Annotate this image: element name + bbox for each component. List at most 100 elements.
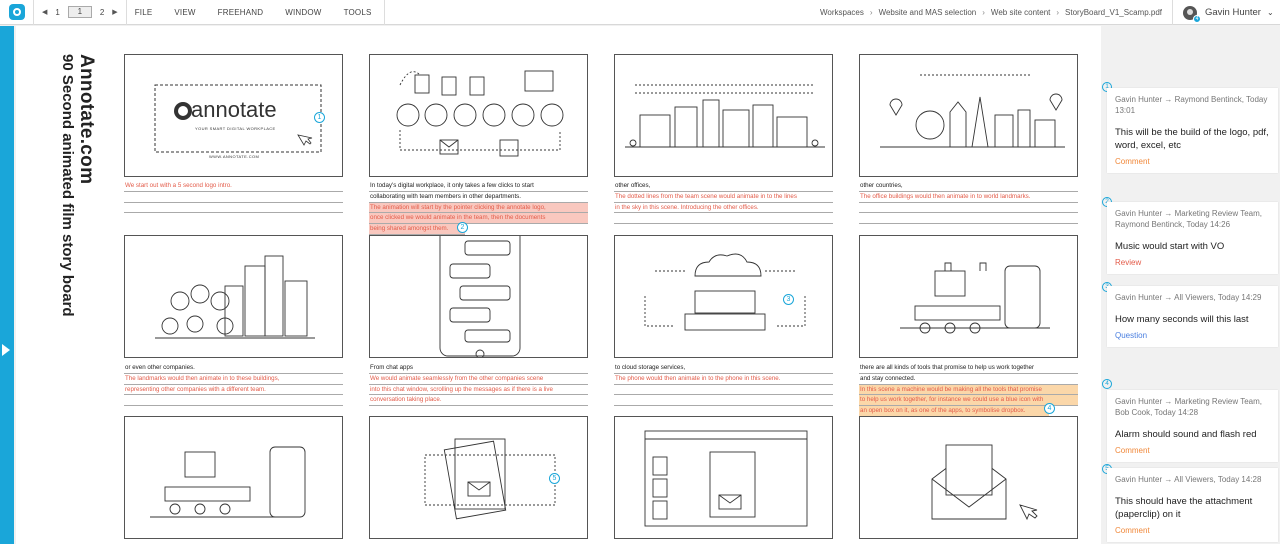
- note-line: [614, 395, 833, 407]
- note-line-highlighted[interactable]: once clicked we would animate in the tea…: [369, 213, 588, 225]
- comment-author: Gavin Hunter → Marketing Review Team, Bo…: [1115, 397, 1263, 417]
- note-line: We would animate seamlessly from the oth…: [369, 374, 588, 385]
- comment-type-link[interactable]: Question: [1115, 331, 1148, 340]
- breadcrumb-separator: ›: [869, 8, 873, 17]
- comment-type-link[interactable]: Review: [1115, 258, 1142, 267]
- menu-tools[interactable]: TOOLS: [343, 7, 372, 17]
- logo-url: WWW.ANNOTATE.COM: [209, 154, 260, 159]
- panel-notes-8: there are all kinds of tools that promis…: [859, 363, 1078, 417]
- comment-author: Gavin Hunter → Marketing Review Team, Ra…: [1115, 209, 1263, 229]
- page-first-link[interactable]: 1: [55, 7, 60, 17]
- menu-freehand[interactable]: FREEHAND: [217, 7, 264, 17]
- note-line: or even other companies.: [124, 363, 343, 374]
- comments-panel: 1 Gavin Hunter → Raymond Bentinck, Today…: [1101, 26, 1280, 544]
- annotation-marker-5[interactable]: 5: [549, 473, 560, 484]
- top-toolbar: ◀ 1 1 2 ▶ FILE VIEW FREEHAND WINDOW TOOL…: [0, 0, 1280, 25]
- document-title-block: Annotate.com 90 Second animated film sto…: [58, 54, 97, 317]
- note-line: [614, 213, 833, 225]
- storyboard-panel-9: [124, 416, 343, 539]
- storyboard-panel-7: [614, 235, 833, 358]
- chevron-right-icon[interactable]: ▶: [112, 9, 118, 16]
- comment-author: Gavin Hunter → All Viewers, Today 14:28: [1115, 475, 1262, 484]
- note-line: [859, 213, 1078, 225]
- note-line: into this chat window, scrolling up the …: [369, 385, 588, 396]
- comment-body: Alarm should sound and flash red: [1115, 429, 1257, 440]
- logo-wordmark: annotate: [191, 97, 277, 122]
- storyboard-panel-2: [369, 54, 588, 177]
- note-line: The office buildings would then animate …: [859, 192, 1078, 203]
- comment-card-4[interactable]: Gavin Hunter → Marketing Review Team, Bo…: [1107, 390, 1278, 462]
- comment-body: Music would start with VO: [1115, 241, 1225, 252]
- menu-file[interactable]: FILE: [134, 7, 153, 17]
- annotation-marker-2[interactable]: 2: [457, 222, 468, 233]
- app-logo-button[interactable]: [0, 0, 34, 25]
- current-page-input[interactable]: 1: [67, 6, 92, 18]
- breadcrumb-file: StoryBoard_V1_Scamp.pdf: [1065, 8, 1162, 17]
- left-panel-toggle[interactable]: [0, 26, 14, 544]
- panel-notes-5: or even other companies. The landmarks w…: [124, 363, 343, 407]
- note-line-highlighted[interactable]: being shared amongst them.: [369, 224, 465, 235]
- breadcrumb-website-mas[interactable]: Website and MAS selection: [878, 8, 977, 17]
- comment-card-1[interactable]: Gavin Hunter → Raymond Bentinck, Today 1…: [1107, 88, 1278, 173]
- page-navigator: ◀ 1 1 2 ▶: [34, 0, 127, 25]
- user-name: Gavin Hunter: [1205, 7, 1261, 18]
- storyboard-panel-6: [369, 235, 588, 358]
- menu-view[interactable]: VIEW: [174, 7, 196, 17]
- note-line: to cloud storage services,: [614, 363, 833, 374]
- note-line-highlighted[interactable]: In this scene a machine would be making …: [859, 384, 1078, 396]
- chevron-left-icon[interactable]: ◀: [42, 9, 48, 16]
- comment-marker-4[interactable]: 4: [1102, 379, 1112, 389]
- note-line: [859, 203, 1078, 214]
- note-line-highlighted[interactable]: to help us work together, for instance w…: [859, 395, 1078, 407]
- breadcrumb-separator: ›: [982, 8, 985, 17]
- comment-type-link[interactable]: Comment: [1115, 526, 1150, 535]
- panel-notes-1: We start out with a 5 second logo intro.: [124, 181, 343, 214]
- notification-badge: 4: [1193, 14, 1201, 23]
- breadcrumb-web-site-content[interactable]: Web site content: [990, 8, 1051, 17]
- storyboard-panel-4: [859, 54, 1078, 177]
- comment-type-link[interactable]: Comment: [1115, 157, 1150, 166]
- comment-body: This should have the attachment (papercl…: [1115, 496, 1253, 520]
- comment-type-link[interactable]: Comment: [1115, 446, 1150, 455]
- document-subtitle: 90 Second animated film story board: [59, 54, 76, 317]
- breadcrumb-separator: ›: [1056, 8, 1060, 17]
- note-line: there are all kinds of tools that promis…: [859, 363, 1078, 374]
- note-line: The phone would then animate in to the p…: [614, 374, 833, 385]
- storyboard-panel-1: annotate YOUR SMART DIGITAL WORKPLACE WW…: [124, 54, 343, 177]
- annotation-marker-1[interactable]: 1: [314, 112, 325, 123]
- panel-notes-3: other offices, The dotted lines from the…: [614, 181, 833, 225]
- comment-card-3[interactable]: Gavin Hunter → All Viewers, Today 14:29 …: [1107, 286, 1278, 347]
- note-line: other countries,: [859, 181, 1078, 192]
- user-menu[interactable]: 4 Gavin Hunter ⌄: [1172, 0, 1280, 25]
- comment-author: Gavin Hunter → Raymond Bentinck, Today 1…: [1115, 95, 1268, 115]
- note-line-highlighted[interactable]: The animation will start by the pointer …: [369, 202, 588, 214]
- panel-notes-7: to cloud storage services, The phone wou…: [614, 363, 833, 407]
- logo-tagline: YOUR SMART DIGITAL WORKPLACE: [195, 126, 276, 131]
- panel-notes-4: other countries, The office buildings wo…: [859, 181, 1078, 225]
- note-line: In today's digital workplace, it only ta…: [369, 181, 588, 192]
- comment-card-5[interactable]: Gavin Hunter → All Viewers, Today 14:28 …: [1107, 468, 1278, 542]
- note-line: From chat apps: [369, 363, 588, 374]
- annotation-marker-3[interactable]: 3: [783, 294, 794, 305]
- page-next-link[interactable]: 2: [99, 7, 105, 17]
- note-line: [124, 395, 343, 407]
- annotate-logo-icon: [8, 4, 25, 20]
- comment-card-2[interactable]: Gavin Hunter → Marketing Review Team, Ra…: [1107, 202, 1278, 274]
- comment-body: How many seconds will this last: [1115, 314, 1249, 325]
- note-line: other offices,: [614, 181, 833, 192]
- breadcrumb-workspaces[interactable]: Workspaces: [820, 8, 864, 17]
- document-title: Annotate.com: [76, 54, 97, 185]
- note-line: [614, 385, 833, 396]
- storyboard-panel-8: [859, 235, 1078, 358]
- comment-body: This will be the build of the logo, pdf,…: [1115, 127, 1269, 151]
- note-line: [124, 192, 343, 203]
- annotation-marker-4[interactable]: 4: [1044, 403, 1055, 414]
- panel-notes-6: From chat apps We would animate seamless…: [369, 363, 588, 407]
- storyboard-panel-3: [614, 54, 833, 177]
- note-line: The landmarks would then animate in to t…: [124, 374, 343, 385]
- menu-window[interactable]: WINDOW: [285, 7, 322, 17]
- main-menu: FILE VIEW FREEHAND WINDOW TOOLS: [127, 0, 385, 25]
- storyboard-panel-11: [614, 416, 833, 539]
- note-line: collaborating with team members in other…: [369, 192, 588, 203]
- storyboard-panel-5: [124, 235, 343, 358]
